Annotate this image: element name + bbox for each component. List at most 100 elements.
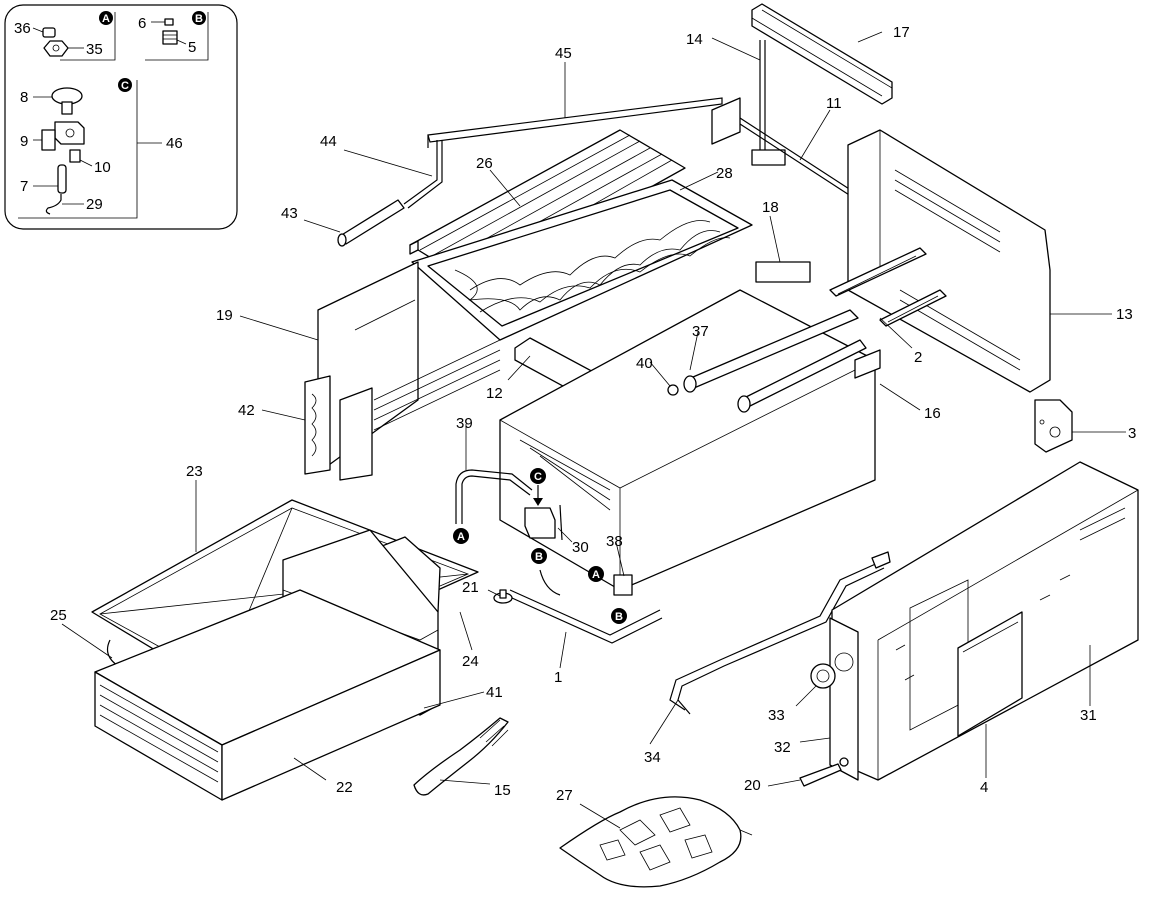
part-45-long-rod bbox=[427, 97, 723, 148]
svg-text:B: B bbox=[195, 13, 203, 25]
callout-3: 3 bbox=[1128, 425, 1136, 442]
badge-group-b: B bbox=[192, 11, 206, 25]
connector-badge-b-1: B bbox=[531, 548, 547, 564]
callout-23: 23 bbox=[186, 463, 203, 480]
callout-36: 36 bbox=[14, 20, 31, 37]
part-1-gas-manifold bbox=[509, 569, 663, 644]
callout-9: 9 bbox=[20, 133, 28, 150]
leader-lines bbox=[61, 31, 1126, 829]
callout-43: 43 bbox=[281, 205, 298, 222]
callout-10: 10 bbox=[94, 159, 111, 176]
callout-34: 34 bbox=[644, 749, 661, 766]
callout-41: 41 bbox=[486, 684, 503, 701]
part-lower-burner bbox=[737, 339, 867, 413]
callout-18: 18 bbox=[762, 199, 779, 216]
part-16-cover-panel bbox=[854, 349, 881, 379]
callout-7: 7 bbox=[20, 178, 28, 195]
callout-22: 22 bbox=[336, 779, 353, 796]
callout-31: 31 bbox=[1080, 707, 1097, 724]
connector-badge-b-2: B bbox=[611, 608, 627, 624]
callout-40: 40 bbox=[636, 355, 653, 372]
part-33-control-knob bbox=[810, 663, 836, 689]
callout-38: 38 bbox=[606, 533, 623, 550]
callout-1: 1 bbox=[554, 669, 562, 686]
callout-labels: 45 14 17 11 44 26 28 43 18 13 19 2 37 40… bbox=[50, 24, 1136, 804]
callout-2: 2 bbox=[914, 349, 922, 366]
part-5-fitting bbox=[162, 30, 178, 45]
part-2-rails bbox=[829, 247, 947, 327]
callout-46: 46 bbox=[166, 135, 183, 152]
part-7-thermocouple bbox=[57, 164, 67, 194]
callout-17: 17 bbox=[893, 24, 910, 41]
callout-28: 28 bbox=[716, 165, 733, 182]
part-gas-valve-assembly bbox=[524, 485, 563, 541]
part-10-fitting bbox=[69, 149, 81, 163]
callout-16: 16 bbox=[924, 405, 941, 422]
badge-group-a: A bbox=[99, 11, 113, 25]
callout-14: 14 bbox=[686, 31, 703, 48]
part-15-grill-brush bbox=[413, 717, 509, 796]
badge-group-c: C bbox=[118, 78, 132, 92]
callout-4: 4 bbox=[980, 779, 988, 796]
callout-21: 21 bbox=[462, 579, 479, 596]
inset-panel: A B C bbox=[4, 4, 238, 230]
part-4-access-door bbox=[957, 611, 1023, 737]
svg-text:B: B bbox=[535, 551, 543, 563]
svg-text:B: B bbox=[615, 611, 623, 623]
connector-badge-a-1: A bbox=[453, 528, 469, 544]
callout-19: 19 bbox=[216, 307, 233, 324]
callout-13: 13 bbox=[1116, 306, 1133, 323]
part-36-small-nut bbox=[42, 27, 56, 38]
part-27-lava-rock-bag bbox=[559, 796, 753, 888]
part-burner-box bbox=[499, 289, 876, 591]
part-3-bracket bbox=[1034, 399, 1073, 453]
callout-25: 25 bbox=[50, 607, 67, 624]
part-40-nozzle bbox=[667, 384, 679, 396]
callout-33: 33 bbox=[768, 707, 785, 724]
callout-24: 24 bbox=[462, 653, 479, 670]
callout-26: 26 bbox=[476, 155, 493, 172]
callout-39: 39 bbox=[456, 415, 473, 432]
part-17-top-rail bbox=[751, 3, 893, 105]
part-29-tube bbox=[45, 194, 62, 215]
callout-45: 45 bbox=[555, 45, 572, 62]
callout-20: 20 bbox=[744, 777, 761, 794]
connector-badge-c: C bbox=[530, 468, 546, 484]
callout-6: 6 bbox=[138, 15, 146, 32]
part-18-burner-rail-assembly bbox=[755, 261, 811, 283]
part-19-left-side-panel bbox=[317, 261, 501, 481]
callout-27: 27 bbox=[556, 787, 573, 804]
part-8-knob bbox=[51, 87, 83, 115]
part-32-side-plate bbox=[829, 617, 859, 781]
callout-30: 30 bbox=[572, 539, 589, 556]
callout-8: 8 bbox=[20, 89, 28, 106]
part-20-igniter bbox=[799, 757, 849, 787]
part-21-knob bbox=[493, 589, 513, 604]
part-37-burner-tube bbox=[683, 309, 859, 393]
connector-badge-a-2: A bbox=[588, 566, 604, 582]
part-rod-bracket bbox=[711, 97, 741, 145]
callout-35: 35 bbox=[86, 41, 103, 58]
part-39-gas-line bbox=[455, 469, 533, 524]
part-38-fitting bbox=[613, 574, 633, 596]
callout-11: 11 bbox=[826, 95, 842, 112]
callout-15: 15 bbox=[494, 782, 511, 799]
part-28-radiant-frame bbox=[411, 179, 753, 341]
part-31-control-cabinet bbox=[831, 461, 1139, 781]
part-22-base-tray bbox=[94, 589, 441, 801]
svg-text:C: C bbox=[534, 471, 542, 483]
part-42-burner-plate bbox=[304, 375, 331, 475]
callout-12: 12 bbox=[486, 385, 503, 402]
callout-5: 5 bbox=[188, 39, 196, 56]
callout-42: 42 bbox=[238, 402, 255, 419]
svg-text:A: A bbox=[592, 569, 600, 581]
svg-text:C: C bbox=[121, 80, 129, 92]
part-43-handle-grip bbox=[337, 199, 405, 247]
svg-text:A: A bbox=[102, 13, 110, 25]
callout-37: 37 bbox=[692, 323, 709, 340]
svg-text:A: A bbox=[457, 531, 465, 543]
callout-44: 44 bbox=[320, 133, 337, 150]
part-44-handle-rod bbox=[403, 140, 443, 209]
